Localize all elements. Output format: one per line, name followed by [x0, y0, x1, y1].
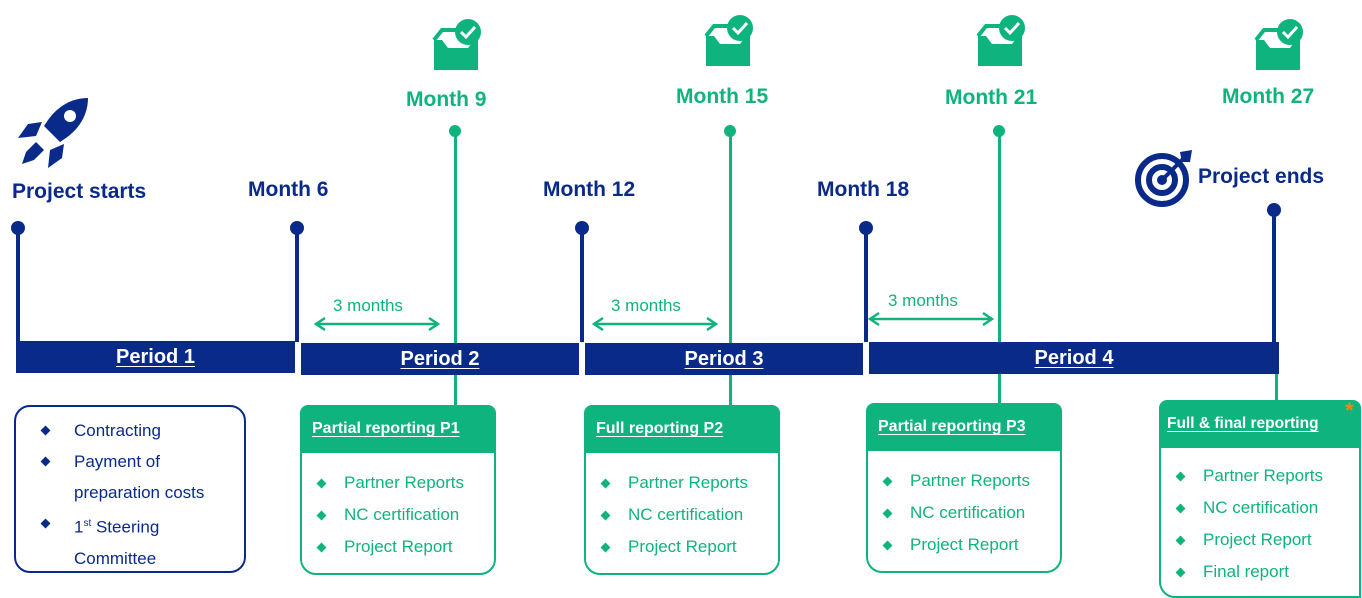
report-box-title: Full reporting P2: [584, 405, 780, 453]
list-item: Partner Reports: [868, 465, 1060, 497]
report-box-title: Full & final reporting: [1159, 400, 1361, 448]
report-box-p3: Partial reporting P3 Partner Reports NC …: [866, 403, 1062, 573]
report-box-p2: Full reporting P2 Partner Reports NC cer…: [584, 405, 780, 575]
milestone-line-month-27: [1275, 372, 1278, 402]
label-project-starts: Project starts: [12, 180, 147, 203]
period-label: Period 3: [684, 347, 764, 370]
list-item-continuation: Committee: [74, 548, 157, 568]
interval-arrow: [867, 311, 995, 327]
milestone-line-month-9: [454, 131, 457, 406]
label-month-27: Month 27: [1222, 85, 1315, 108]
period-label: Period 2: [400, 347, 480, 370]
list-item: Project Report: [1161, 524, 1359, 556]
milestone-line-month-21: [998, 131, 1001, 405]
list-item: NC certification: [302, 499, 494, 531]
interval-label: 3 months: [611, 296, 681, 315]
inbox-check-icon: [1254, 19, 1303, 70]
label-month-9: Month 9: [406, 88, 487, 111]
milestone-line-end: [1272, 210, 1276, 342]
asterisk-note-mark: *: [1345, 398, 1354, 423]
interval-label: 3 months: [888, 291, 958, 310]
list-item: NC certification: [868, 497, 1060, 529]
label-month-18: Month 18: [817, 178, 910, 201]
item-text: Steering: [91, 517, 160, 537]
period-bar-2: Period 2: [301, 343, 579, 375]
label-month-12: Month 12: [543, 178, 636, 201]
period-label: Period 4: [1034, 346, 1114, 369]
period-label: Period 1: [116, 345, 195, 368]
ordinal-suffix: st: [83, 518, 92, 529]
rocket-icon: [18, 98, 88, 168]
list-item: Project Report: [302, 531, 494, 563]
inbox-check-icon: [704, 15, 753, 66]
list-item: NC certification: [586, 499, 778, 531]
list-item: Payment of: [16, 446, 244, 477]
list-item: Partner Reports: [302, 467, 494, 499]
list-item: Contracting: [16, 415, 244, 446]
milestone-line-start: [16, 228, 20, 342]
target-icon: [1135, 150, 1192, 207]
milestone-line-month-15: [729, 131, 732, 406]
milestone-line-month-12: [580, 228, 584, 342]
report-box-title: Partial reporting P3: [866, 403, 1062, 451]
milestone-line-month-6: [295, 228, 299, 342]
list-item-continuation: preparation costs: [74, 483, 205, 502]
report-box-final: Full & final reporting Partner Reports N…: [1159, 400, 1361, 598]
list-item: 1st Steering: [16, 508, 244, 543]
list-item: Partner Reports: [586, 467, 778, 499]
label-month-6: Month 6: [248, 178, 329, 201]
inbox-check-icon: [976, 15, 1025, 66]
period-bar-3: Period 3: [585, 343, 863, 375]
list-item: Final report: [1161, 556, 1359, 588]
list-item: Project Report: [868, 529, 1060, 561]
label-project-ends: Project ends: [1198, 165, 1325, 188]
list-item: Partner Reports: [1161, 460, 1359, 492]
report-box-p1: Partial reporting P1 Partner Reports NC …: [300, 405, 496, 575]
label-month-21: Month 21: [945, 86, 1038, 109]
period-bar-1: Period 1: [16, 341, 295, 373]
report-box-title: Partial reporting P1: [300, 405, 496, 453]
period-bar-4: Period 4: [869, 342, 1279, 374]
interval-arrow: [313, 316, 441, 332]
inbox-check-icon: [432, 19, 481, 70]
label-month-15: Month 15: [676, 85, 769, 108]
period-1-activities-box: Contracting Payment of preparation costs…: [14, 405, 246, 573]
interval-arrow: [591, 316, 719, 332]
list-item: NC certification: [1161, 492, 1359, 524]
interval-label: 3 months: [333, 296, 403, 315]
list-item: Project Report: [586, 531, 778, 563]
ordinal-number: 1: [74, 517, 84, 537]
milestone-line-month-18: [864, 228, 868, 342]
